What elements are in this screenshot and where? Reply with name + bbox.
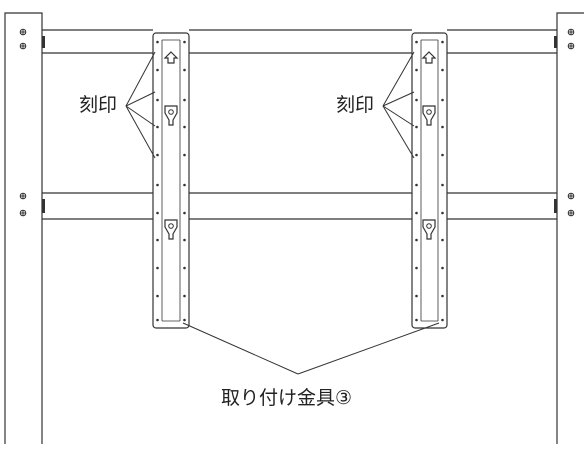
small-hole-icon [156,40,186,322]
up-arrow-outline-icon [421,51,437,64]
frame [4,12,584,444]
engraving-leaders-right [382,51,415,159]
bracket-left [152,32,190,329]
bracket-leaders [182,322,440,375]
bracket-label: 取り付け金具③ [221,387,353,409]
hook-slot-icon [164,219,178,240]
engraving-mark-label-left: 刻印 [79,94,118,116]
middle-rail [42,192,557,220]
left-post [4,12,43,444]
right-post [556,12,584,444]
upper-rail [42,29,557,54]
engraving-leaders-left [125,51,156,159]
small-hole-icon [415,40,444,322]
bracket-right [411,32,448,329]
hook-slot-icon [422,219,436,240]
engraving-mark-label-right: 刻印 [336,94,375,116]
cross-screw-icon [19,28,575,217]
hook-slot-icon [422,105,436,126]
hook-slot-icon [164,105,178,126]
up-arrow-outline-icon [163,51,179,64]
